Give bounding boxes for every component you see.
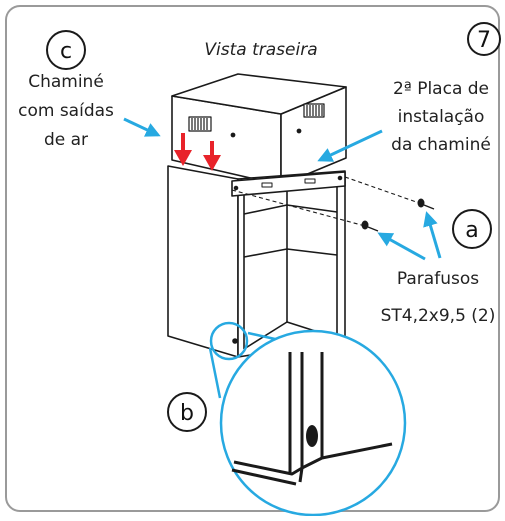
step-number-badge: 7	[467, 22, 501, 56]
detail-zoom	[208, 321, 407, 517]
detail-source-circle	[209, 321, 249, 361]
callout-a: a	[452, 209, 492, 249]
svg-text:a: a	[465, 218, 478, 243]
air-vent-right	[303, 103, 325, 118]
svg-text:de ar: de ar	[44, 130, 88, 150]
svg-text:ST4,2x9,5 (2): ST4,2x9,5 (2)	[381, 306, 496, 326]
lower-chimney-left-panel	[167, 165, 239, 358]
svg-text:Chaminé: Chaminé	[28, 72, 104, 92]
detail-magnified-circle	[219, 329, 407, 517]
chimney-drawing	[167, 73, 347, 358]
step-number: 7	[477, 28, 491, 53]
lower-chimney-right-panel	[237, 170, 346, 358]
screw-upper	[417, 198, 435, 210]
plate-label: 2ª Placa de instalação da chaminé	[391, 79, 491, 155]
view-title: Vista traseira	[204, 40, 317, 60]
callout-b: b	[167, 392, 207, 432]
screws-label: Parafusos ST4,2x9,5 (2)	[381, 269, 496, 326]
callout-c: c	[46, 30, 86, 70]
svg-text:com saídas: com saídas	[18, 101, 114, 121]
svg-text:2ª Placa de: 2ª Placa de	[393, 79, 489, 99]
svg-text:Parafusos: Parafusos	[397, 269, 479, 289]
svg-text:da chaminé: da chaminé	[391, 135, 491, 155]
svg-text:b: b	[180, 401, 194, 426]
svg-text:c: c	[60, 39, 72, 64]
chimney-arrow	[123, 117, 161, 137]
page-border	[5, 5, 500, 512]
callout-arrows	[123, 117, 442, 261]
chimney-label: Chaminé com saídas de ar	[18, 72, 114, 150]
upper-chimney-top	[171, 73, 347, 115]
installation-plate	[231, 171, 346, 197]
screw-arrow-upper	[423, 211, 442, 259]
air-vent-left	[188, 116, 212, 132]
plate-arrow	[317, 129, 383, 162]
airflow-arrows	[174, 133, 221, 171]
screw-lower	[361, 220, 379, 232]
screw-paths	[231, 176, 423, 227]
svg-text:instalação: instalação	[398, 107, 485, 127]
screw-arrow-lower	[377, 232, 426, 261]
